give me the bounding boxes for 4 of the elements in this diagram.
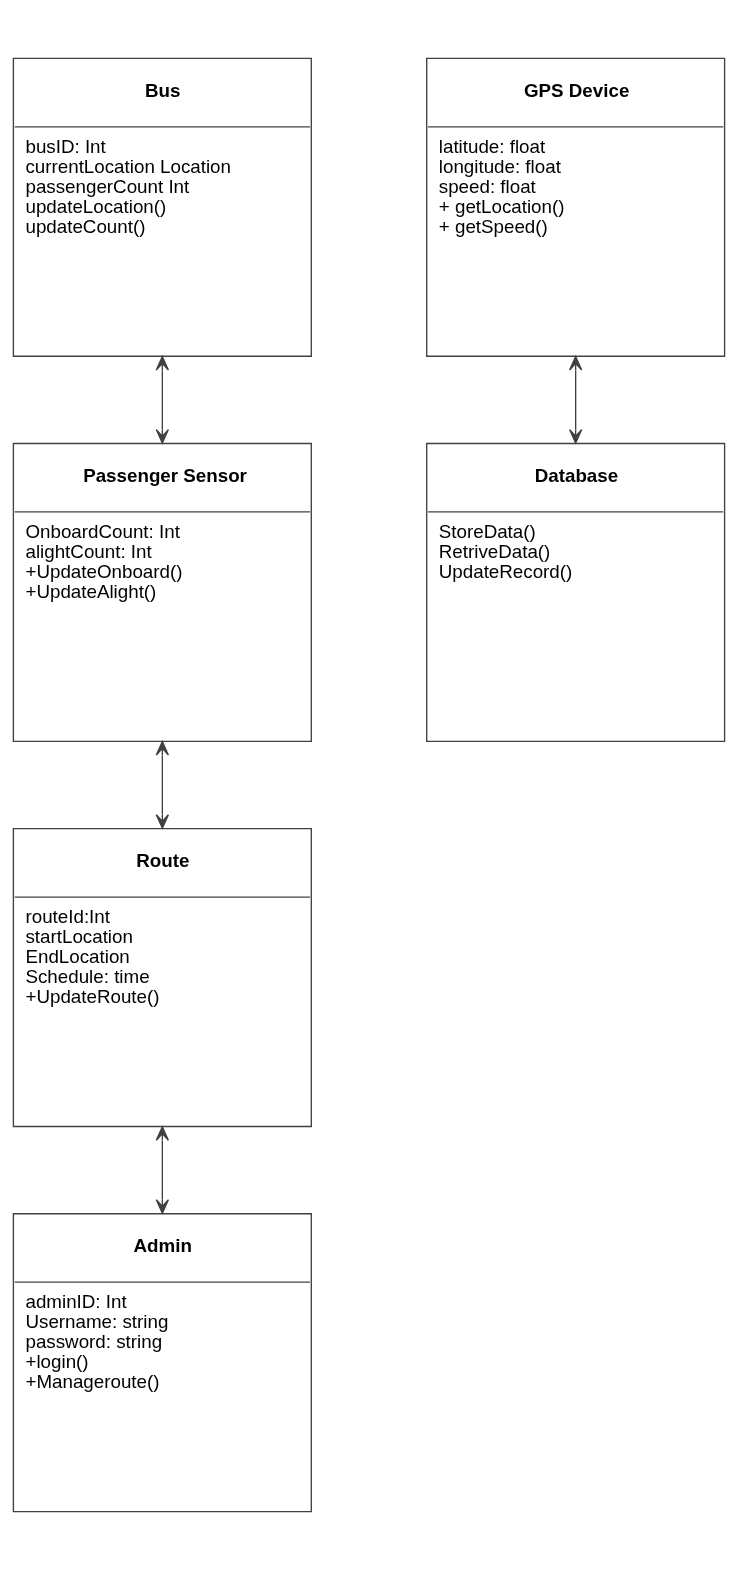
- arrow: [155, 1126, 170, 1214]
- arrow: [155, 355, 170, 444]
- arrow: [568, 355, 583, 444]
- arrow: [155, 740, 170, 829]
